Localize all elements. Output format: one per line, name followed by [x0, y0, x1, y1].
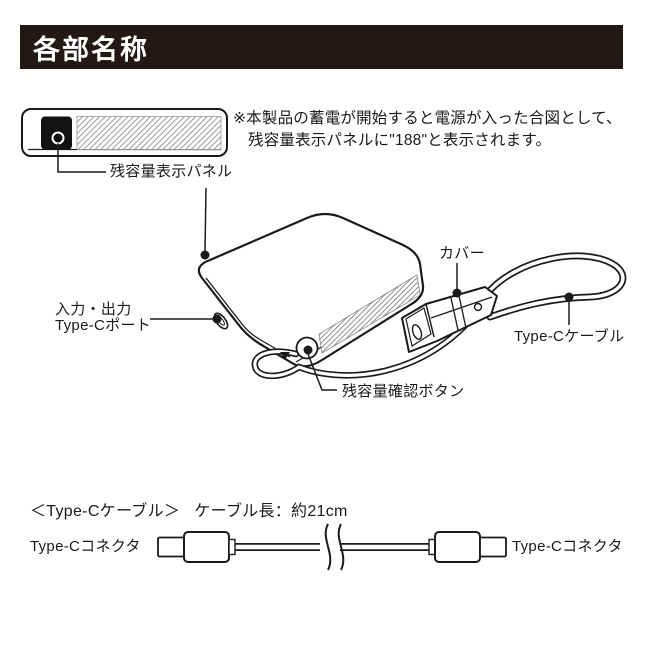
left-connector-label: Type-Cコネクタ	[30, 538, 141, 555]
device-body	[197, 212, 425, 368]
cover-end-face	[405, 307, 432, 347]
tether-cable-inner	[253, 310, 479, 378]
panel-leader-dot	[51, 131, 65, 145]
note-text: ※本製品の蓄電が開始すると電源が入った合図として、 残容量表示パネルに"188"…	[233, 108, 622, 152]
display-panel-figure	[21, 108, 228, 173]
panel-hatch-area	[76, 116, 222, 150]
section-header: 各部名称	[20, 25, 623, 69]
cover-end-seam	[425, 303, 435, 338]
port-leader-dot	[212, 314, 222, 324]
right-connector-body	[434, 531, 481, 563]
cover-seam-lines	[450, 295, 467, 331]
cable-loop-outer	[482, 252, 627, 321]
cable-leader-dot	[564, 292, 574, 302]
left-connector-plug	[157, 536, 185, 558]
io-port-label-line2: Type-Cポート	[55, 317, 152, 334]
cover-type-c-opening	[411, 324, 423, 340]
device-left-edge-line	[205, 277, 291, 358]
io-port-label-line1: 入力・出力	[55, 301, 132, 318]
panel-leader-line	[57, 143, 106, 173]
type-c-cable-label: Type-Cケーブル	[514, 328, 625, 345]
panel-location-leader-line	[204, 187, 207, 253]
device-figure	[150, 187, 627, 391]
note-line1: ※本製品の蓄電が開始すると電源が入った合図として、	[233, 110, 622, 127]
note-line2: 残容量表示パネルに"188"と表示されます。	[248, 132, 552, 149]
check-button-dot	[303, 345, 313, 355]
cable-section-title: ＜Type-Cケーブル＞	[30, 503, 181, 520]
cable-break-squiggle-right	[337, 523, 345, 571]
left-connector-neck	[228, 538, 236, 556]
strap-notch-marker	[280, 352, 290, 360]
cover-axis-edge	[430, 296, 493, 319]
cable-loop-inner	[484, 254, 625, 319]
cable-break-squiggle-left	[324, 523, 332, 571]
front-hatch-band	[318, 274, 421, 354]
cable-section-heading: ＜Type-Cケーブル＞ ケーブル長：約21cm	[30, 497, 348, 521]
left-connector-body	[183, 531, 230, 563]
cable-length-label: ケーブル長：約21cm	[194, 503, 348, 520]
cable-grommet	[473, 302, 483, 312]
cover-label: カバー	[439, 245, 485, 262]
right-connector-plug	[479, 536, 507, 558]
cable-figure	[157, 523, 507, 571]
right-connector-label: Type-Cコネクタ	[512, 538, 623, 555]
panel-location-dot	[200, 250, 210, 260]
check-button-label: 残容量確認ボタン	[342, 383, 465, 400]
display-panel-label: 残容量表示パネル	[110, 163, 233, 180]
io-port-label: 入力・出力 Type-Cポート	[55, 302, 151, 334]
button-leader-line	[307, 353, 337, 391]
page-title: 各部名称	[33, 34, 149, 65]
cover-leader-dot	[452, 288, 462, 298]
